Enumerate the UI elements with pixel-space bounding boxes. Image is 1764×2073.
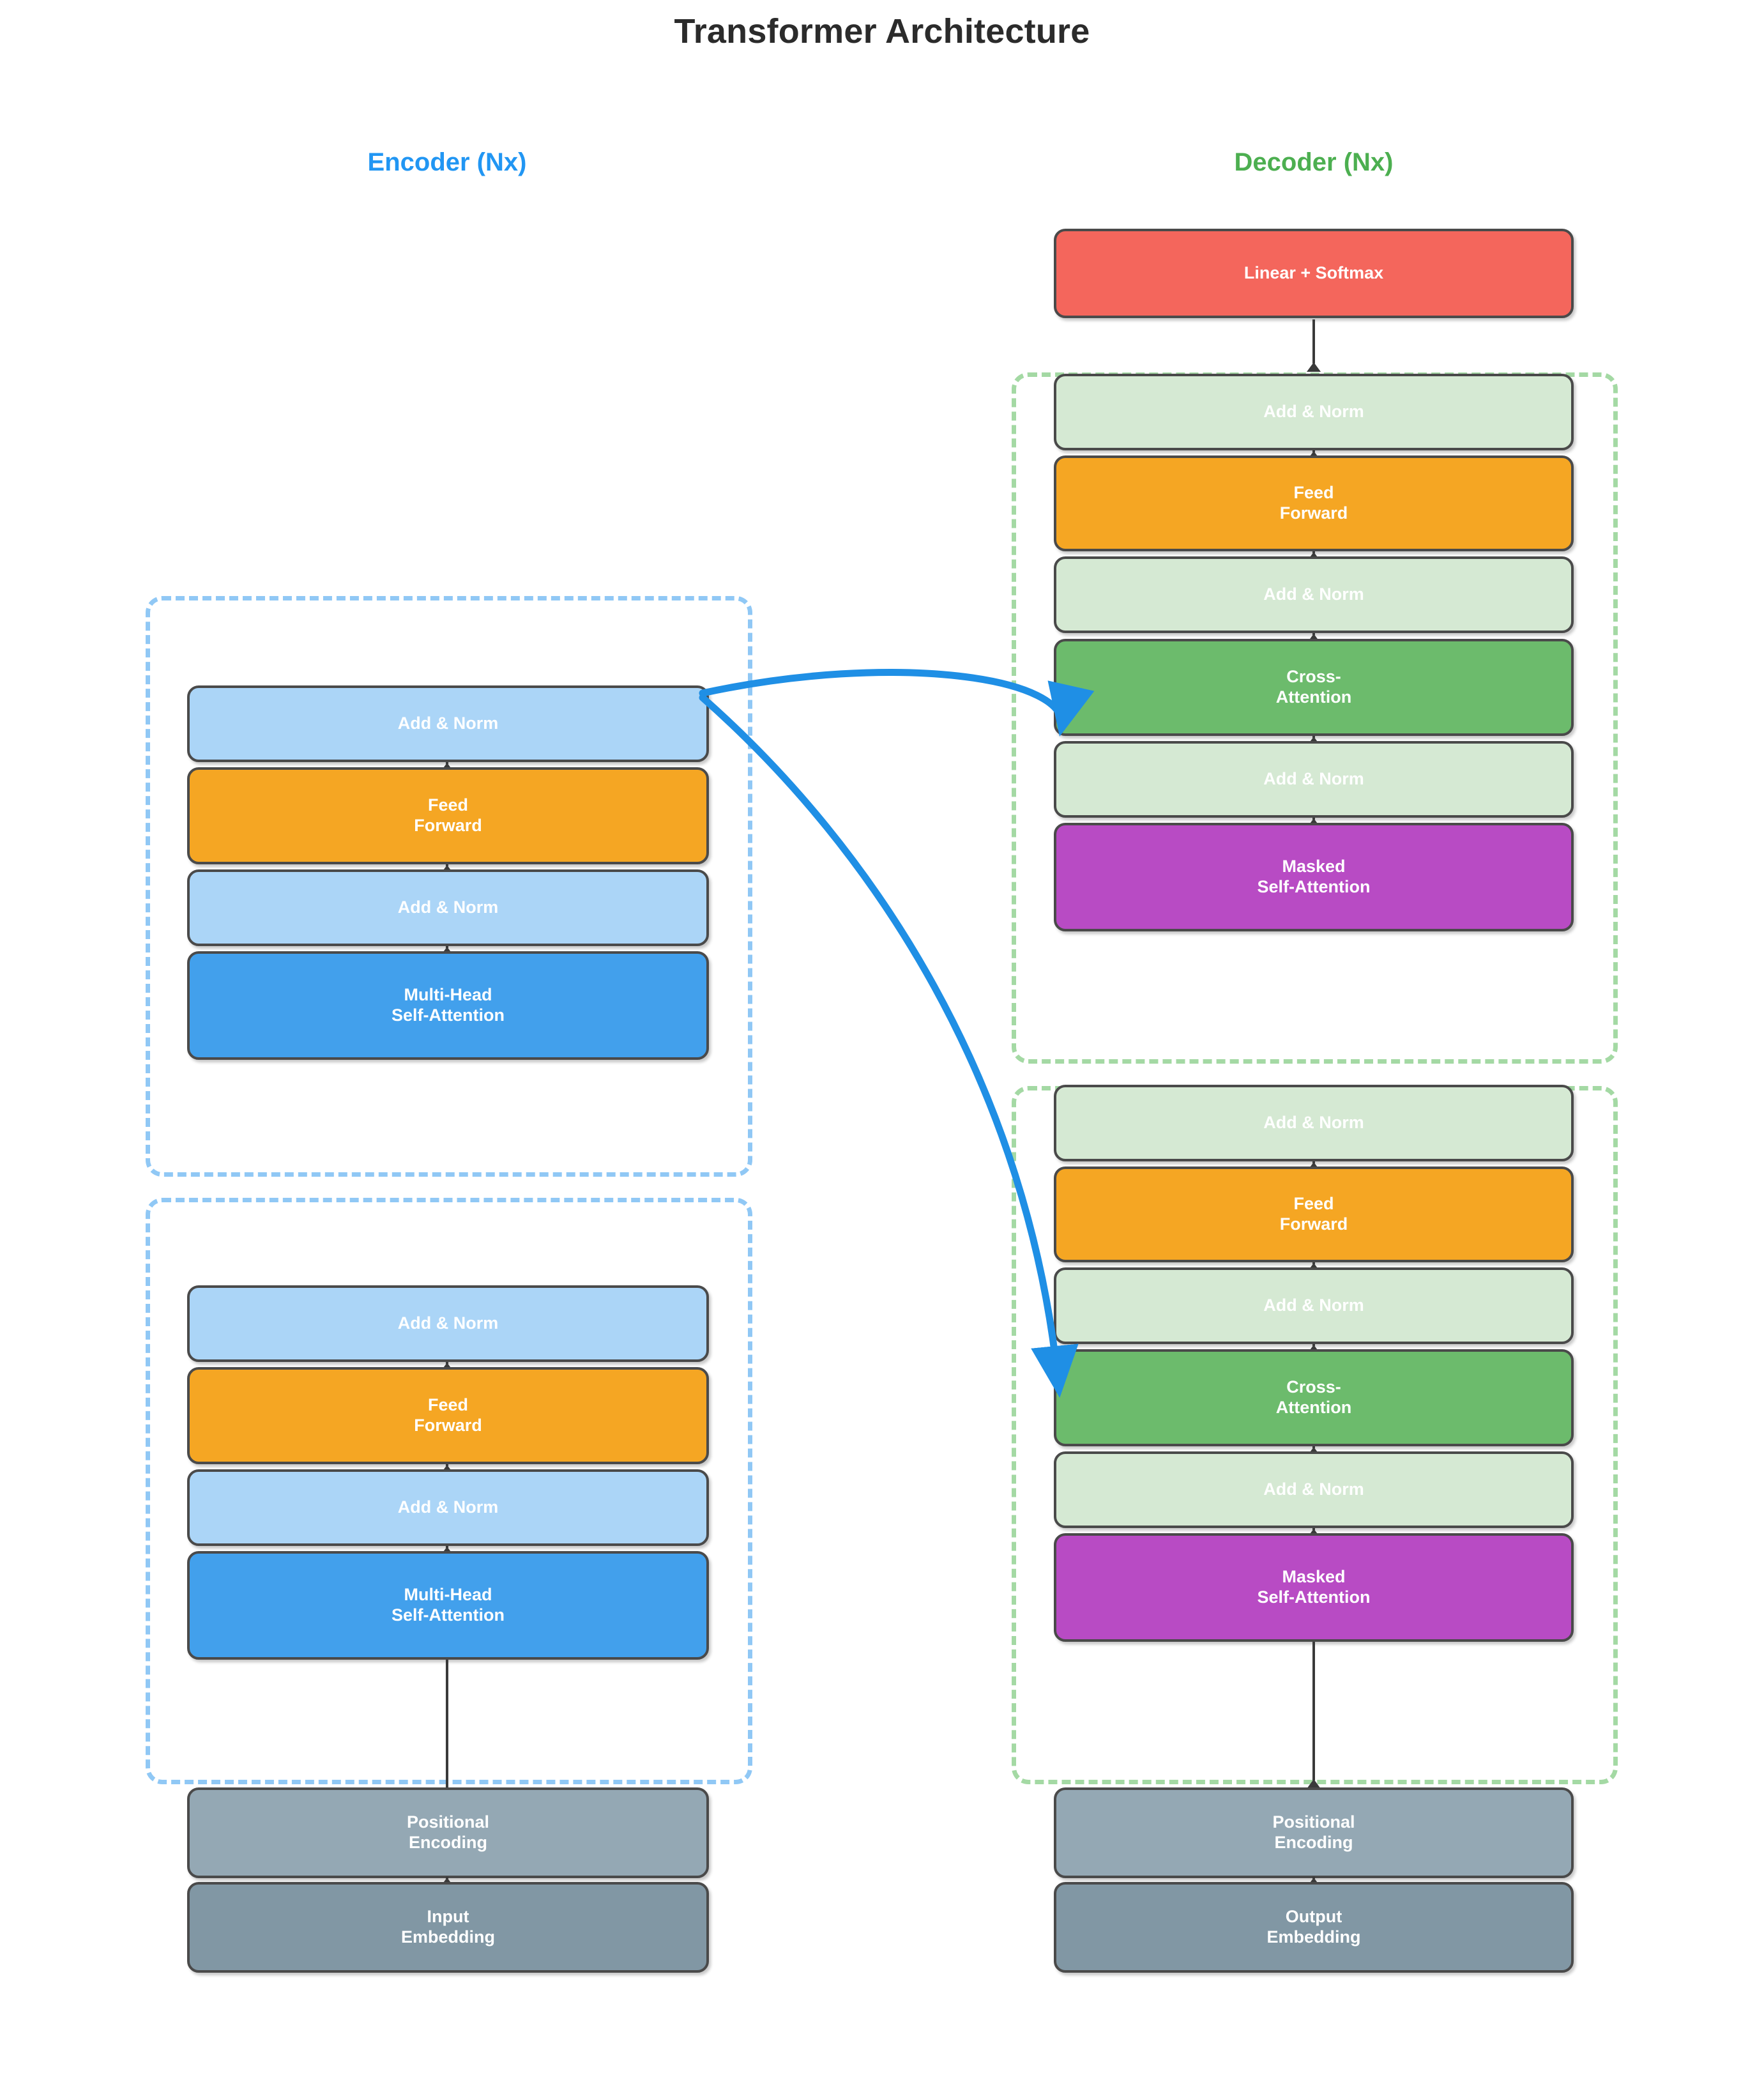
cross-link-to-decoder-top — [699, 669, 1095, 737]
encoder-bottom-add-norm-0[interactable]: Add & Norm — [187, 1469, 709, 1546]
decoder-top-add-norm-0[interactable]: Add & Norm — [1054, 741, 1574, 818]
decoder-bottom-cross-attention[interactable]: Cross- Attention — [1054, 1349, 1574, 1446]
cross-link-to-decoder-bottom — [699, 694, 1079, 1398]
encoder-layer-bottom-container — [146, 1198, 752, 1784]
encoder-column-label: Encoder (Nx) — [367, 148, 527, 176]
decoder-top-add-norm-1[interactable]: Add & Norm — [1054, 556, 1574, 633]
encoder-positional-encoding[interactable]: Positional Encoding — [187, 1787, 709, 1878]
decoder-top-add-norm-2[interactable]: Add & Norm — [1054, 374, 1574, 450]
encoder-bottom-add-norm-1[interactable]: Add & Norm — [187, 1285, 709, 1362]
decoder-bottom-add-norm-1[interactable]: Add & Norm — [1054, 1267, 1574, 1344]
node-linear-softmax[interactable]: Linear + Softmax — [1054, 229, 1574, 318]
decoder-output-embedding[interactable]: Output Embedding — [1054, 1882, 1574, 1973]
decoder-positional-encoding[interactable]: Positional Encoding — [1054, 1787, 1574, 1878]
decoder-bottom-feed-forward[interactable]: Feed Forward — [1054, 1167, 1574, 1262]
encoder-bottom-multi-head-self-attention[interactable]: Multi-Head Self-Attention — [187, 1551, 709, 1660]
encoder-top-add-norm-0[interactable]: Add & Norm — [187, 869, 709, 946]
encoder-top-add-norm-1[interactable]: Add & Norm — [187, 685, 709, 762]
encoder-top-multi-head-self-attention[interactable]: Multi-Head Self-Attention — [187, 951, 709, 1060]
decoder-bottom-masked-self-attention[interactable]: Masked Self-Attention — [1054, 1533, 1574, 1642]
encoder-bottom-feed-forward[interactable]: Feed Forward — [187, 1367, 709, 1464]
decoder-bottom-add-norm-2[interactable]: Add & Norm — [1054, 1085, 1574, 1161]
encoder-top-feed-forward[interactable]: Feed Forward — [187, 767, 709, 864]
page-title: Transformer Architecture — [674, 12, 1090, 50]
decoder-bottom-add-norm-0[interactable]: Add & Norm — [1054, 1451, 1574, 1528]
decoder-top-masked-self-attention[interactable]: Masked Self-Attention — [1054, 823, 1574, 931]
decoder-column-label: Decoder (Nx) — [1234, 148, 1394, 176]
encoder-input-embedding[interactable]: Input Embedding — [187, 1882, 709, 1973]
decoder-top-cross-attention[interactable]: Cross- Attention — [1054, 639, 1574, 736]
decoder-top-feed-forward[interactable]: Feed Forward — [1054, 455, 1574, 551]
